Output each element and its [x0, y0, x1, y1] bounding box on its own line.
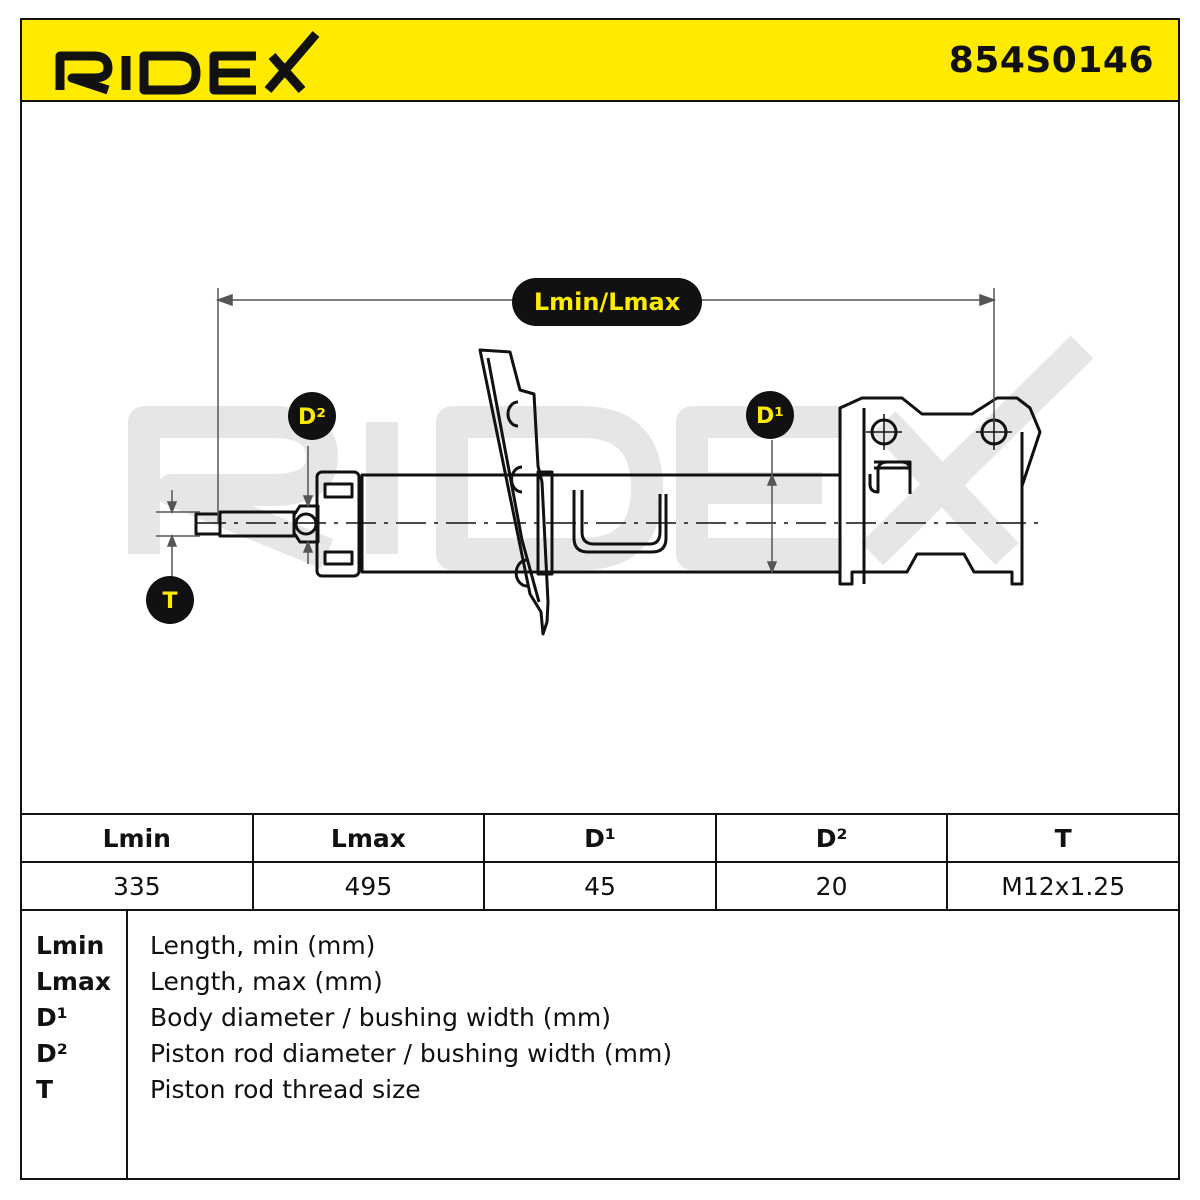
legend-desc: Piston rod thread size [150, 1075, 421, 1104]
spec-value-t: M12x1.25 [946, 861, 1180, 911]
spec-value-lmin: 335 [20, 861, 254, 911]
spec-header-t: T [946, 813, 1180, 863]
part-number: 854S0146 [948, 40, 1154, 81]
svg-text:D²: D² [298, 405, 326, 430]
specs-table: Lmin Lmax D¹ D² T 335 495 45 20 M12x1.25 [20, 813, 1180, 911]
legend-item: D² Piston rod diameter / bushing width (… [22, 1039, 1178, 1075]
spec-header-lmax: Lmax [251, 813, 486, 863]
svg-text:T: T [162, 589, 177, 614]
legend: Lmin Length, min (mm) Lmax Length, max (… [20, 909, 1180, 1180]
spec-header-lmin: Lmin [20, 813, 254, 863]
spec-value-lmax: 495 [251, 861, 486, 911]
spec-header-d2: D² [714, 813, 949, 863]
legend-key: Lmax [36, 967, 111, 996]
specs-value-row: 335 495 45 20 M12x1.25 [20, 861, 1180, 911]
legend-key: D¹ [36, 1003, 68, 1032]
legend-item: D¹ Body diameter / bushing width (mm) [22, 1003, 1178, 1039]
legend-desc: Length, max (mm) [150, 967, 383, 996]
legend-key: Lmin [36, 931, 105, 960]
legend-item: Lmax Length, max (mm) [22, 967, 1178, 1003]
label-thread: T [146, 576, 194, 624]
legend-desc: Body diameter / bushing width (mm) [150, 1003, 611, 1032]
hole-crosshairs [866, 414, 1012, 450]
spec-value-d2: 20 [714, 861, 949, 911]
legend-key: D² [36, 1039, 68, 1068]
svg-text:Lmin/Lmax: Lmin/Lmax [534, 288, 681, 316]
specs-header-row: Lmin Lmax D¹ D² T [20, 813, 1180, 863]
spec-header-d1: D¹ [483, 813, 717, 863]
label-d2: D² [288, 392, 336, 440]
legend-item: Lmin Length, min (mm) [22, 931, 1178, 967]
legend-desc: Length, min (mm) [150, 931, 376, 960]
shock-absorber-drawing: Lmin/Lmax D² D¹ T [128, 278, 1094, 636]
legend-divider [126, 911, 128, 1178]
header-bar: 854S0146 [20, 18, 1180, 102]
legend-key: T [36, 1075, 54, 1104]
label-length: Lmin/Lmax [512, 278, 702, 326]
legend-desc: Piston rod diameter / bushing width (mm) [150, 1039, 673, 1068]
legend-item: T Piston rod thread size [22, 1075, 1178, 1111]
strut-outline [194, 348, 1042, 636]
label-d1: D¹ [746, 391, 794, 439]
spec-value-d1: 45 [483, 861, 717, 911]
svg-text:D¹: D¹ [756, 404, 784, 429]
ridex-logo [55, 31, 320, 95]
